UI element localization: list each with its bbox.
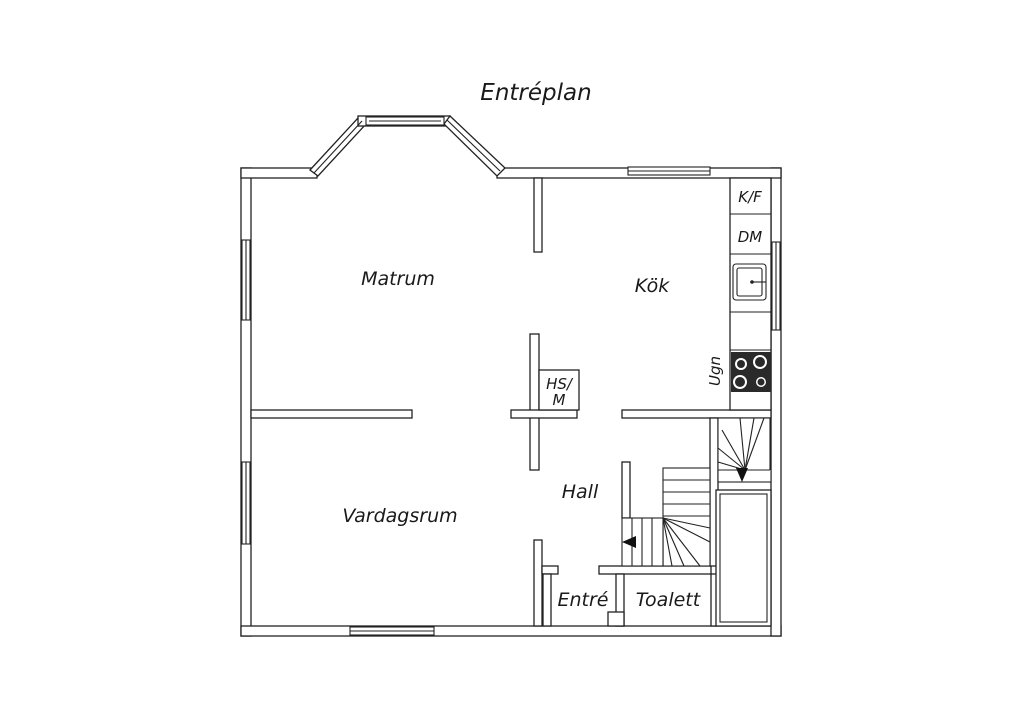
windows — [241, 166, 781, 636]
fixture-label-hsm-1: HS/ — [546, 375, 574, 393]
sink-icon — [732, 263, 767, 301]
interior-walls — [250, 177, 772, 627]
stair-arrow-icon — [622, 536, 636, 548]
fixture-label-kf: K/F — [738, 188, 762, 206]
room-label-vardagsrum: Vardagsrum — [342, 505, 457, 527]
room-label-entre: Entré — [558, 589, 609, 611]
kitchen-cabinets — [729, 177, 772, 411]
stair-arrow-icon — [736, 468, 748, 482]
room-label-matrum: Matrum — [361, 268, 435, 290]
room-label-kok: Kök — [635, 275, 670, 297]
fixture-label-ugn: Ugn — [706, 356, 724, 386]
hsm-box — [538, 369, 580, 411]
floor-title: Entréplan — [480, 80, 591, 106]
fixture-label-hsm-2: M — [553, 391, 566, 409]
room-label-toalett: Toalett — [636, 589, 702, 611]
bay-window — [309, 115, 506, 177]
lower-staircase — [621, 467, 711, 567]
room-label-hall: Hall — [562, 481, 599, 503]
upper-staircase — [717, 417, 772, 483]
fixture-label-dm: DM — [738, 228, 763, 246]
stove-icon — [731, 352, 771, 392]
